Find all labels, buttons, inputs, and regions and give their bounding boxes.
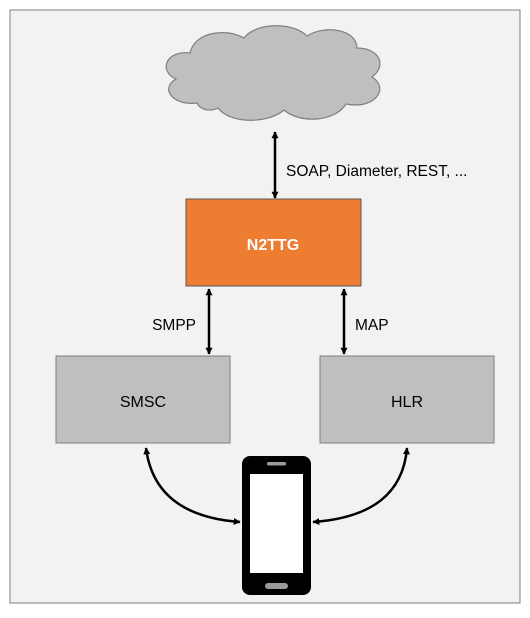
- smsc-label: SMSC: [120, 394, 166, 411]
- gateway-box: [185, 198, 362, 287]
- smsc-phone-link: [143, 447, 241, 526]
- smsc-box: [55, 355, 231, 444]
- mobile-phone-icon: [242, 456, 311, 595]
- cloud-icon: [165, 25, 381, 121]
- hlr-box: [319, 355, 495, 444]
- gateway-hlr-link-label: MAP: [355, 317, 389, 334]
- hlr-label: HLR: [391, 394, 423, 411]
- hlr-phone-link: [312, 447, 410, 526]
- gateway-label: N2TTG: [247, 237, 299, 254]
- cloud-gateway-link-label: SOAP, Diameter, REST, ...: [286, 163, 467, 180]
- gateway-smsc-link-label: SMPP: [152, 317, 196, 334]
